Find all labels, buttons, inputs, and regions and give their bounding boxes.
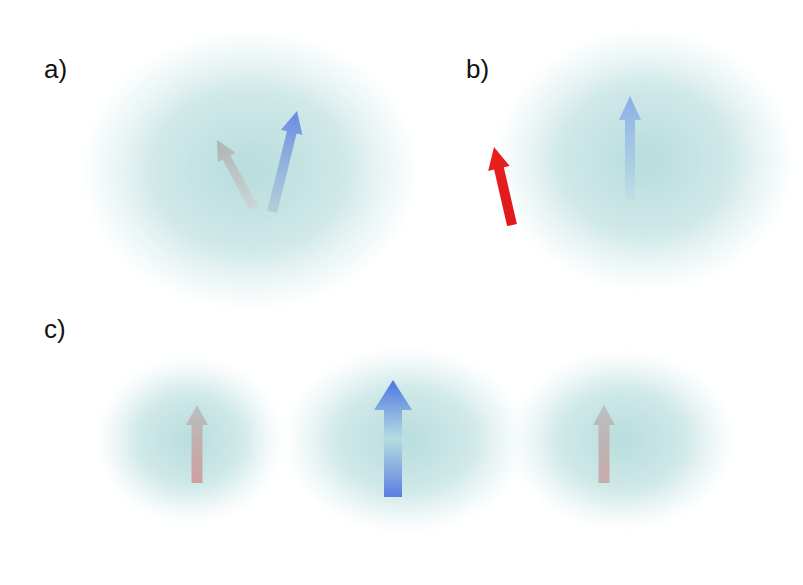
spin-arrow [619,96,641,200]
electron-cloud [507,348,737,532]
spin-arrow [267,111,302,213]
spin-arrow [186,405,208,483]
spin-arrow [593,405,615,483]
spin-arrow [217,140,258,210]
electron-cloud [280,345,530,535]
spin-arrow [488,147,517,226]
panel-label: b) [466,56,489,82]
spin-arrow [374,380,412,497]
panel-label: a) [44,56,67,82]
electron-cloud [490,25,800,295]
panel-label: c) [44,316,66,342]
electron-cloud [95,355,285,525]
electron-cloud [75,25,425,315]
